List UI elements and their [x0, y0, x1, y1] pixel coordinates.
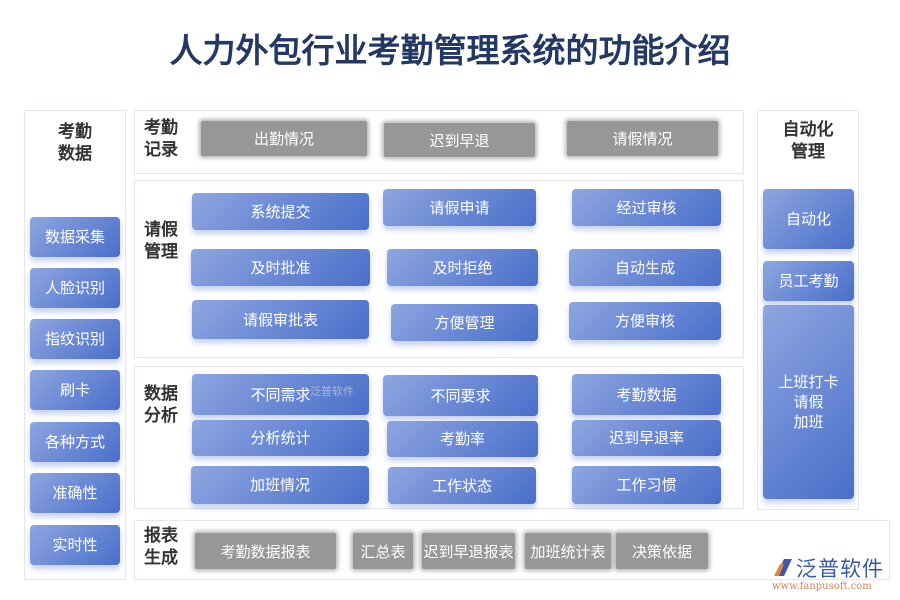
node-fingerprint: 指纹识别: [30, 319, 120, 359]
node-timely-reject: 及时拒绝: [387, 249, 538, 286]
node-decision-basis: 决策依据: [616, 533, 708, 569]
node-review: 经过审核: [572, 189, 721, 226]
node-different-needs: 不同需求: [192, 374, 369, 415]
node-system-submit: 系统提交: [192, 193, 369, 230]
node-late-early-report: 迟到早退报表: [422, 533, 515, 569]
report-generation-panel: 报表 生成 考勤数据报表 汇总表 迟到早退报表 加班统计表 决策依据: [134, 520, 890, 580]
node-realtime: 实时性: [30, 525, 120, 565]
node-leave-status: 请假情况: [567, 121, 718, 156]
node-summary-table: 汇总表: [353, 533, 413, 569]
attendance-data-label: 考勤 数据: [58, 122, 92, 164]
node-employee-attendance: 员工考勤: [763, 261, 854, 301]
node-attendance-data: 考勤数据: [572, 374, 721, 415]
node-card-swipe: 刷卡: [30, 370, 120, 410]
report-generation-label: 报表 生成: [144, 526, 178, 568]
node-auto-generate: 自动生成: [569, 249, 721, 286]
node-statistics: 分析统计: [192, 420, 369, 456]
node-automation: 自动化: [763, 189, 854, 249]
node-attendance-rate: 考勤率: [387, 421, 538, 457]
attendance-data-panel: 考勤 数据 数据采集 人脸识别 指纹识别 刷卡 各种方式 准确性 实时性: [24, 110, 126, 580]
node-face-recognition: 人脸识别: [30, 268, 120, 308]
node-attendance-status: 出勤情况: [201, 121, 367, 156]
logo-icon: [774, 559, 792, 576]
logo-url: www.fanpusoft.com: [772, 581, 872, 592]
attendance-record-label: 考勤 记录: [144, 118, 178, 160]
page-title: 人力外包行业考勤管理系统的功能介绍: [169, 31, 731, 70]
logo-text: 泛普软件: [796, 557, 884, 581]
node-clockin-leave-overtime: 上班打卡 请假 加班: [763, 305, 854, 499]
node-data-collection: 数据采集: [30, 217, 120, 257]
node-accuracy: 准确性: [30, 473, 120, 513]
data-analysis-panel: 数据 分析 不同需求 不同要求 考勤数据 分析统计 考勤率 迟到早退率 加班情况…: [134, 366, 744, 509]
attendance-record-panel: 考勤 记录 出勤情况 迟到早退 请假情况: [134, 110, 744, 174]
automation-panel: 自动化 管理 自动化 员工考勤 上班打卡 请假 加班: [757, 110, 859, 510]
automation-label: 自动化 管理: [782, 120, 834, 162]
node-different-requirements: 不同要求: [383, 375, 538, 416]
node-easy-review: 方便审核: [569, 302, 721, 340]
node-overtime-stats: 加班统计表: [525, 533, 611, 569]
watermark-text: 泛普软件: [310, 385, 354, 398]
node-work-status: 工作状态: [388, 467, 536, 504]
node-late-early: 迟到早退: [384, 123, 535, 157]
node-work-habits: 工作习惯: [572, 466, 721, 504]
node-timely-approve: 及时批准: [191, 249, 370, 286]
data-analysis-label: 数据 分析: [144, 384, 178, 426]
node-easy-manage: 方便管理: [391, 304, 538, 341]
node-late-early-rate: 迟到早退率: [572, 420, 721, 456]
node-attendance-report: 考勤数据报表: [195, 533, 336, 569]
node-various-methods: 各种方式: [30, 422, 120, 462]
node-leave-request: 请假申请: [383, 189, 536, 226]
node-overtime: 加班情况: [191, 466, 369, 504]
node-leave-approval-form: 请假审批表: [192, 300, 369, 339]
leave-management-label: 请假 管理: [144, 220, 178, 262]
brand-logo: 泛普软件 www.fanpusoft.com: [770, 553, 895, 598]
leave-management-panel: 请假 管理 系统提交 请假申请 经过审核 及时批准 及时拒绝 自动生成 请假审批…: [134, 180, 744, 358]
